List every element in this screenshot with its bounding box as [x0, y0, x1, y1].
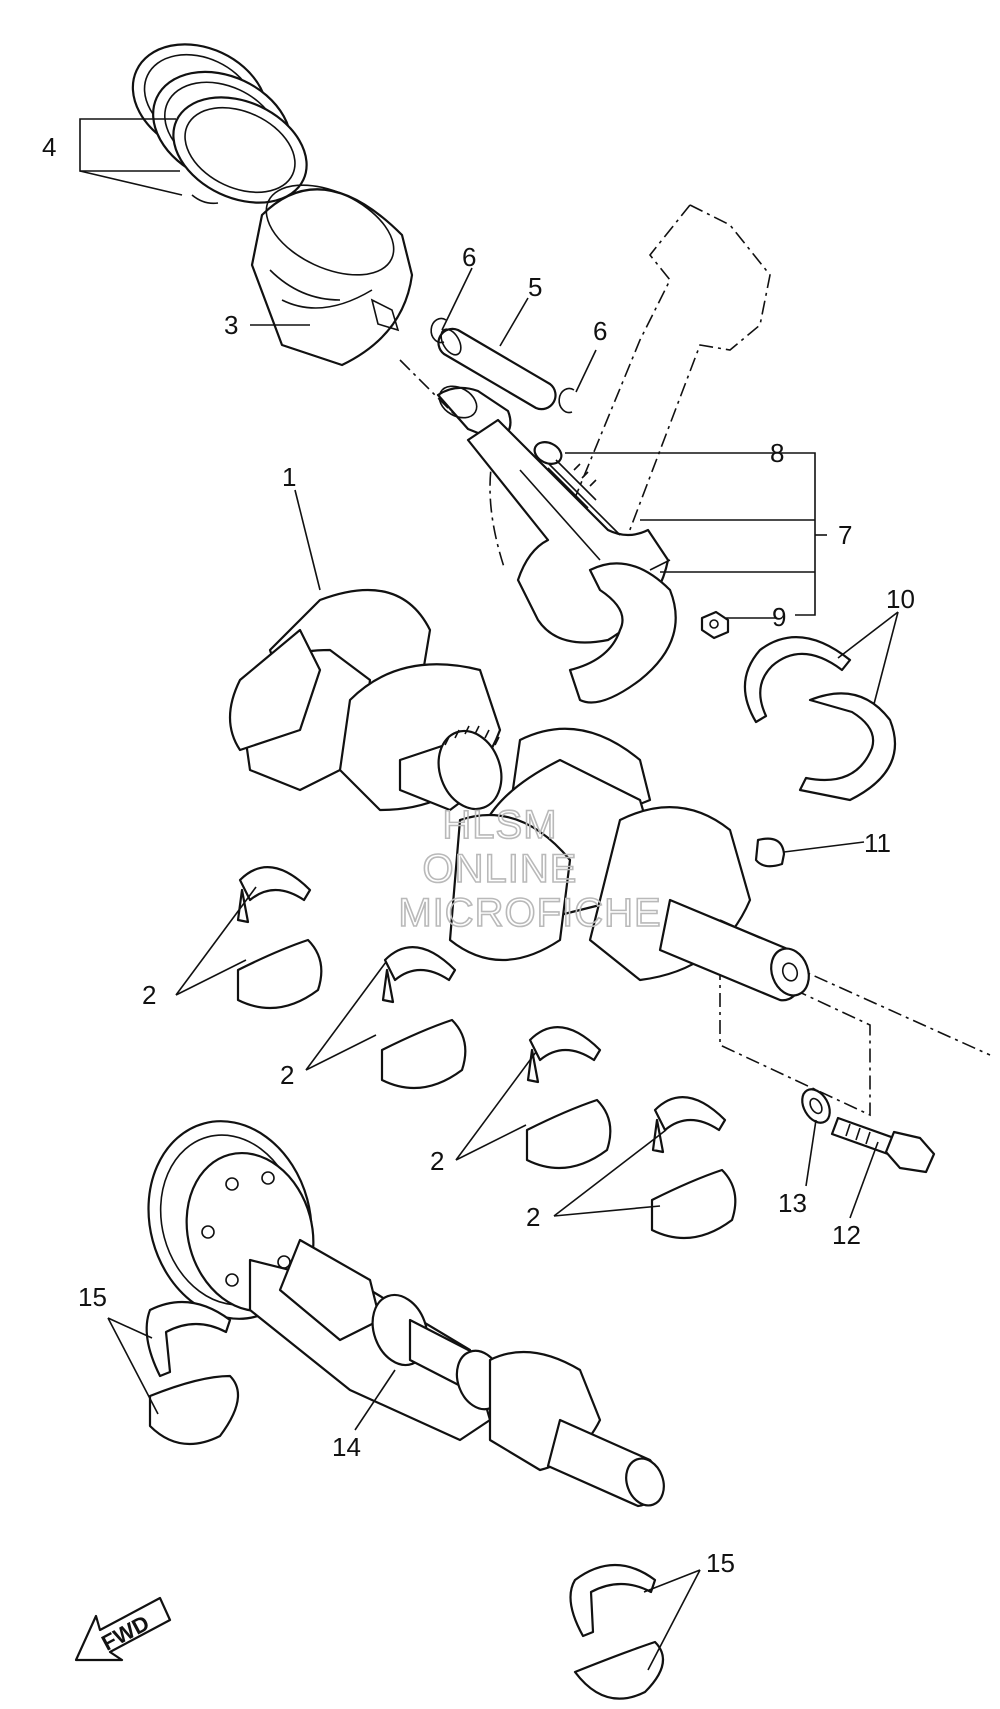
big-end-bearing-lower [798, 692, 897, 802]
bolt [830, 1116, 936, 1174]
leader-lines [79, 118, 899, 1671]
main-bearing-4 [650, 1096, 737, 1240]
callout-7: 7 [838, 520, 852, 550]
big-end-bearing-upper [743, 636, 852, 724]
callout-8: 8 [770, 438, 784, 468]
piston-pin [437, 327, 557, 411]
callout-2-third: 2 [430, 1146, 444, 1176]
piston-pin-clip-right [558, 387, 575, 414]
callout-15-left: 15 [78, 1282, 107, 1312]
piston-rings [131, 43, 308, 205]
assembly-reference-outline [399, 204, 991, 1117]
callout-2-first: 2 [142, 980, 156, 1010]
connecting-rod-cap [568, 559, 677, 704]
callout-10: 10 [886, 584, 915, 614]
callout-14: 14 [332, 1432, 361, 1462]
watermark-line-2: ONLINE [423, 847, 578, 891]
callout-2-fourth: 2 [526, 1202, 540, 1232]
callout-2-second: 2 [280, 1060, 294, 1090]
callout-4: 4 [42, 132, 56, 162]
forward-direction-arrow: FWD [74, 1596, 172, 1662]
balancer-bearing-right [569, 1563, 665, 1700]
piston-pin-clip-left [430, 317, 447, 344]
callout-15-right: 15 [706, 1548, 735, 1578]
callout-6-right: 6 [593, 316, 607, 346]
crankshaft [229, 588, 810, 1002]
callout-3: 3 [224, 310, 238, 340]
callout-1: 1 [282, 462, 296, 492]
callout-5: 5 [528, 272, 542, 302]
rod-bolt [533, 441, 597, 509]
callout-9: 9 [772, 602, 786, 632]
main-bearing-3 [525, 1026, 612, 1170]
balancer-shaft [147, 1120, 665, 1508]
callout-labels: 4 3 6 5 6 1 8 7 9 10 11 2 2 2 2 13 12 15… [42, 132, 915, 1578]
piston [250, 184, 414, 367]
watermark: HLSM ONLINE MICROFICHE [398, 802, 662, 936]
callout-12: 12 [832, 1220, 861, 1250]
main-bearing-2 [380, 946, 467, 1090]
watermark-line-1: HLSM [442, 803, 557, 847]
washer [801, 1088, 831, 1124]
woodruff-key [754, 837, 786, 868]
balancer-bearing-left [145, 1300, 240, 1446]
watermark-line-3: MICROFICHE [398, 891, 661, 935]
callout-13: 13 [778, 1188, 807, 1218]
callout-11: 11 [864, 828, 891, 858]
rod-nut [700, 610, 730, 640]
main-bearing-1 [236, 866, 323, 1010]
callout-6-left: 6 [462, 242, 476, 272]
